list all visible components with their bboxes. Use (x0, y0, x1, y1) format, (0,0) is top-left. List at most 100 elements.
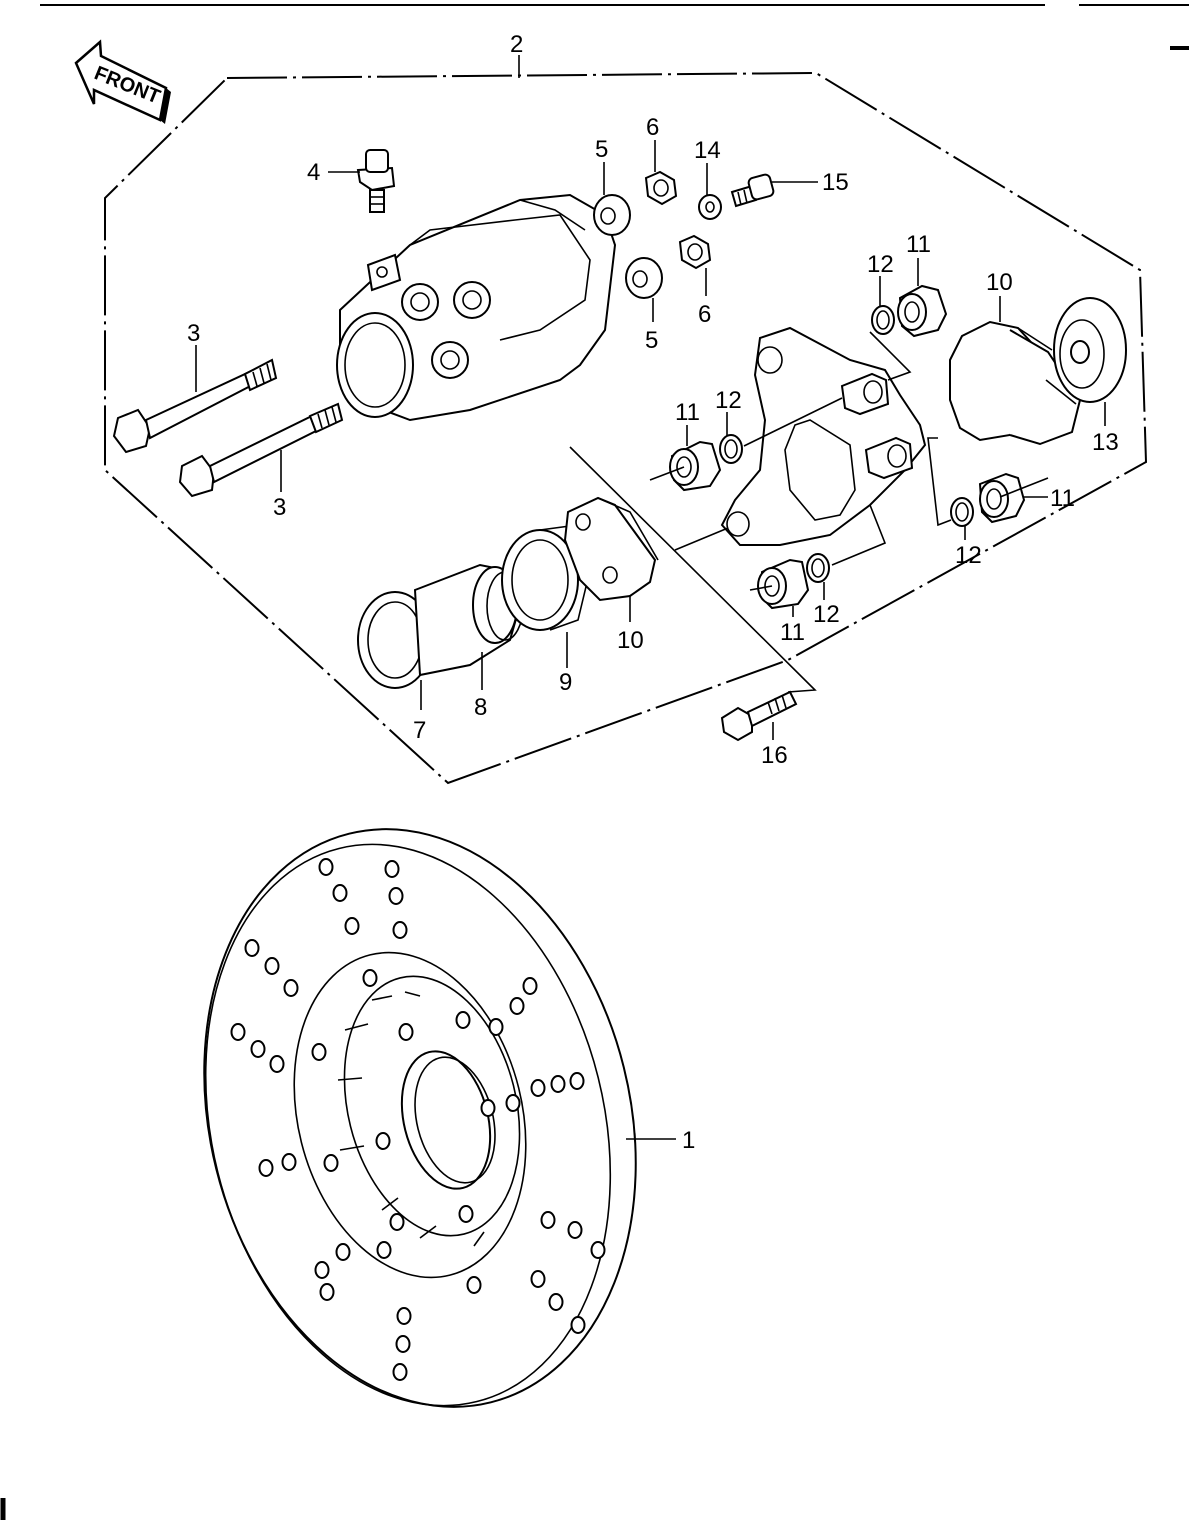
disc-hole (590, 1241, 606, 1259)
assembly-line-c (749, 585, 773, 591)
callout-3a: 3 (187, 320, 200, 347)
nut-6-lower-part (678, 234, 712, 270)
disc-hole (392, 1363, 408, 1381)
nut-6-upper-part (644, 170, 678, 206)
brake-disc-part (203, 828, 637, 1408)
disc-hole (319, 1283, 335, 1301)
disc-hole (258, 1159, 274, 1177)
callout-16: 16 (761, 742, 788, 769)
disc-hole (458, 1205, 474, 1223)
caliper-bracket-part (720, 326, 927, 546)
disc-hole (332, 884, 348, 902)
callout-13: 13 (1092, 429, 1119, 456)
disc-hole (283, 979, 299, 997)
disc-hole (398, 1023, 414, 1041)
disc-hole (362, 969, 378, 987)
washer-5-lower-part (625, 257, 663, 299)
callout-3b: 3 (273, 494, 286, 521)
disc-hole (540, 1211, 556, 1229)
ring-12-left-part (719, 434, 743, 464)
assembly-line-g (999, 477, 1049, 498)
disc-hole (376, 1241, 392, 1259)
disc-hole (466, 1276, 482, 1294)
callout-11c: 11 (780, 619, 805, 646)
disc-spoke (381, 1197, 399, 1211)
disc-hole (530, 1079, 546, 1097)
bolt-16-part (720, 690, 798, 742)
pad-10-part (563, 496, 659, 602)
callout-10a: 10 (986, 269, 1013, 296)
disc-hole (530, 1270, 546, 1288)
callout-2: 2 (510, 31, 523, 58)
disc-spoke (371, 995, 393, 1001)
disc-hole (269, 1055, 285, 1073)
callout-8: 8 (474, 694, 487, 721)
cover-13-part (1053, 297, 1127, 403)
disc-hole (389, 1213, 405, 1231)
callout-11a: 11 (675, 399, 700, 426)
callout-5b: 5 (645, 327, 658, 354)
disc-hole (250, 1040, 266, 1058)
disc-hole (509, 997, 525, 1015)
bolt-upper-part (112, 358, 278, 454)
callout-7: 7 (413, 717, 426, 744)
assembly-line-d (831, 504, 887, 566)
assembly-line-e (869, 331, 912, 381)
disc-hole (548, 1293, 564, 1311)
assembly-line-f (927, 437, 952, 527)
bolt-lower-part (178, 402, 344, 498)
disc-hole (392, 921, 408, 939)
disc-hole (281, 1153, 297, 1171)
disc-hole (570, 1316, 586, 1334)
callout-15: 15 (822, 169, 849, 196)
front-arrow-icon: FRONT (74, 39, 171, 124)
washer-5-upper-part (593, 194, 631, 236)
disc-hole (488, 1018, 504, 1036)
disc-holes-group (230, 858, 606, 1381)
disc-hole (314, 1261, 330, 1279)
disc-hole (375, 1132, 391, 1150)
caliper-assembly-outline (104, 71, 1148, 785)
boot-11-right-part (978, 472, 1026, 524)
callout-6b: 6 (698, 301, 711, 328)
assembly-line-b (743, 397, 843, 447)
lock-washer-14-part (698, 194, 722, 220)
disc-hole (318, 858, 334, 876)
disc-hole (311, 1043, 327, 1061)
boot-11-left-part (669, 440, 722, 492)
callout-12a: 12 (715, 387, 742, 414)
ring-12-bottom-part (806, 553, 830, 583)
disc-spoke (337, 1077, 363, 1081)
callout-11d: 11 (1050, 485, 1075, 512)
callout-5a: 5 (595, 136, 608, 163)
callout-12c: 12 (813, 601, 840, 628)
disc-spoke (473, 1231, 485, 1247)
assembly-line-a (649, 466, 685, 481)
disc-hole (455, 1011, 471, 1029)
callout-11b: 11 (906, 231, 931, 258)
ring-12-right-part (950, 497, 974, 527)
disc-hole (323, 1154, 339, 1172)
callout-12b: 12 (867, 251, 894, 278)
callout-1: 1 (682, 1127, 695, 1154)
bracket-bounding-line-2 (674, 527, 729, 551)
callout-4: 4 (307, 159, 320, 186)
disc-hole (264, 957, 280, 975)
disc-hole (522, 977, 538, 995)
disc-hole (480, 1099, 496, 1117)
disc-hole (344, 917, 360, 935)
disc-spoke (339, 1145, 365, 1151)
caliper-body-part (336, 193, 617, 422)
disc-hole (244, 939, 260, 957)
disc-spokes-group (337, 991, 485, 1247)
disc-hole (395, 1335, 411, 1353)
boot-11-top-part (897, 284, 948, 338)
boot-11-bottom-part (757, 558, 810, 610)
callout-10b: 10 (617, 627, 644, 654)
disc-hole (230, 1023, 246, 1041)
disc-hole (396, 1307, 412, 1325)
cap-10-upper-part (949, 320, 1082, 446)
disc-spoke (404, 991, 421, 997)
callout-9: 9 (559, 669, 572, 696)
